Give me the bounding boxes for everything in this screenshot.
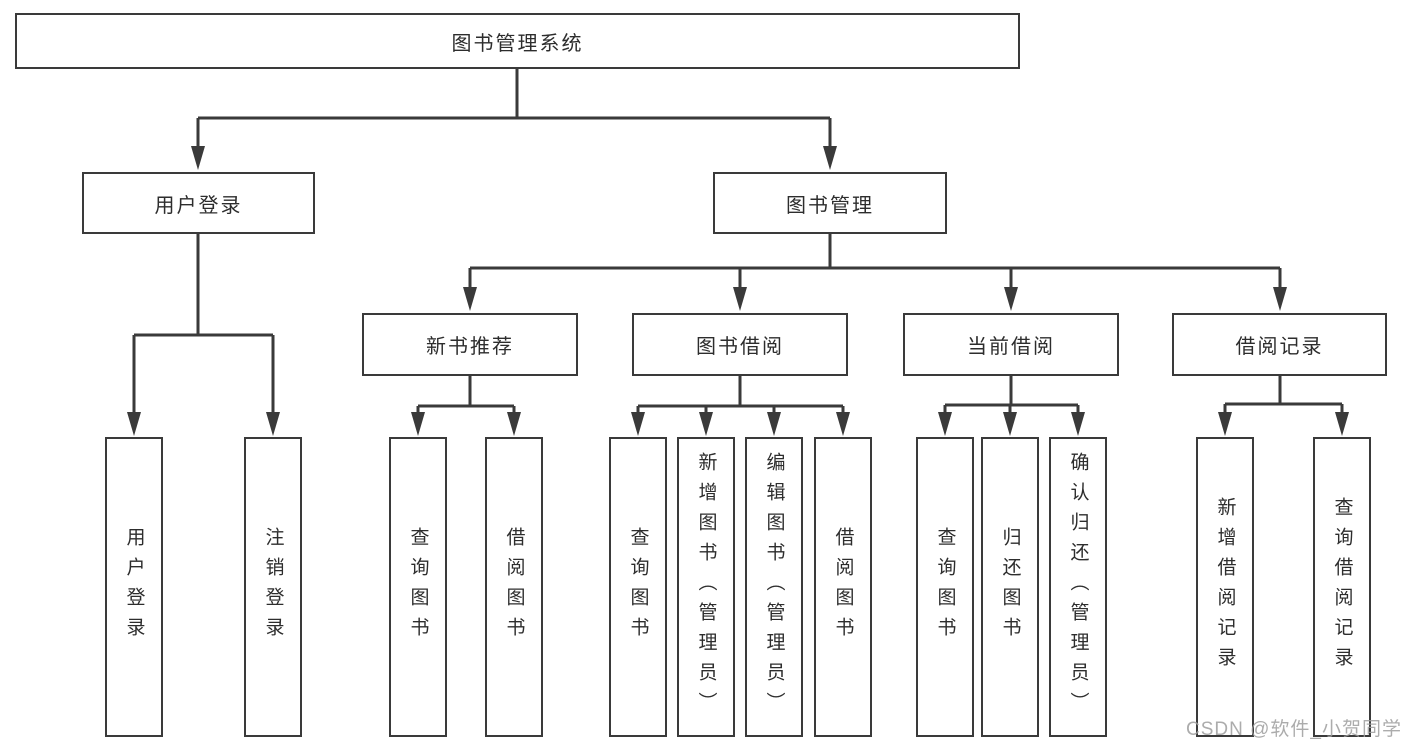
leaf-edit-books-admin: 编辑图书（管理员） bbox=[745, 437, 803, 737]
arrowheads bbox=[127, 146, 1349, 436]
leaf-query-books-current: 查询图书 bbox=[916, 437, 974, 737]
leaf-user-login-label: 用户登录 bbox=[123, 527, 145, 647]
leaf-query-books-borrow-label: 查询图书 bbox=[627, 527, 649, 647]
leaf-logout-label: 注销登录 bbox=[262, 527, 284, 647]
node-root-label: 图书管理系统 bbox=[451, 32, 584, 55]
node-current-borrowing: 当前借阅 bbox=[903, 313, 1119, 376]
leaf-borrow-books: 借阅图书 bbox=[814, 437, 872, 737]
leaf-user-login: 用户登录 bbox=[105, 437, 163, 737]
leaf-return-books: 归还图书 bbox=[981, 437, 1039, 737]
node-book-management-label: 图书管理 bbox=[786, 194, 874, 217]
node-new-book-recommend: 新书推荐 bbox=[362, 313, 578, 376]
leaf-add-books-admin-label: 新增图书（管理员） bbox=[695, 452, 717, 722]
leaf-confirm-return-admin-label: 确认归还（管理员） bbox=[1067, 452, 1089, 722]
leaf-confirm-return-admin: 确认归还（管理员） bbox=[1049, 437, 1107, 737]
leaf-query-books-borrow: 查询图书 bbox=[609, 437, 667, 737]
node-user-login: 用户登录 bbox=[82, 172, 315, 234]
node-user-login-label: 用户登录 bbox=[154, 194, 243, 217]
node-new-book-recommend-label: 新书推荐 bbox=[426, 336, 514, 358]
leaf-query-books-recommend-label: 查询图书 bbox=[407, 527, 429, 647]
leaf-add-books-admin: 新增图书（管理员） bbox=[677, 437, 735, 737]
node-book-borrowing: 图书借阅 bbox=[632, 313, 848, 376]
leaf-borrow-books-recommend: 借阅图书 bbox=[485, 437, 543, 737]
node-borrowing-records: 借阅记录 bbox=[1172, 313, 1387, 376]
leaf-edit-books-admin-label: 编辑图书（管理员） bbox=[763, 452, 785, 722]
node-root-system: 图书管理系统 bbox=[15, 13, 1020, 69]
leaf-query-books-recommend: 查询图书 bbox=[389, 437, 447, 737]
node-book-management: 图书管理 bbox=[713, 172, 947, 234]
leaf-query-books-current-label: 查询图书 bbox=[934, 527, 956, 647]
connector-segments bbox=[132, 69, 1344, 416]
leaf-borrow-books-label: 借阅图书 bbox=[832, 527, 854, 647]
node-book-borrowing-label: 图书借阅 bbox=[696, 336, 784, 358]
leaf-add-borrow-record-label: 新增借阅记录 bbox=[1214, 497, 1236, 677]
leaf-borrow-books-recommend-label: 借阅图书 bbox=[503, 527, 525, 647]
leaf-query-borrow-record-label: 查询借阅记录 bbox=[1331, 497, 1353, 677]
node-borrowing-records-label: 借阅记录 bbox=[1235, 336, 1324, 358]
leaf-return-books-label: 归还图书 bbox=[999, 527, 1021, 647]
leaf-logout: 注销登录 bbox=[244, 437, 302, 737]
leaf-query-borrow-record: 查询借阅记录 bbox=[1313, 437, 1371, 737]
node-current-borrowing-label: 当前借阅 bbox=[967, 336, 1055, 358]
csdn-watermark: CSDN @软件_小贺同学 bbox=[1186, 719, 1402, 740]
leaf-add-borrow-record: 新增借阅记录 bbox=[1196, 437, 1254, 737]
